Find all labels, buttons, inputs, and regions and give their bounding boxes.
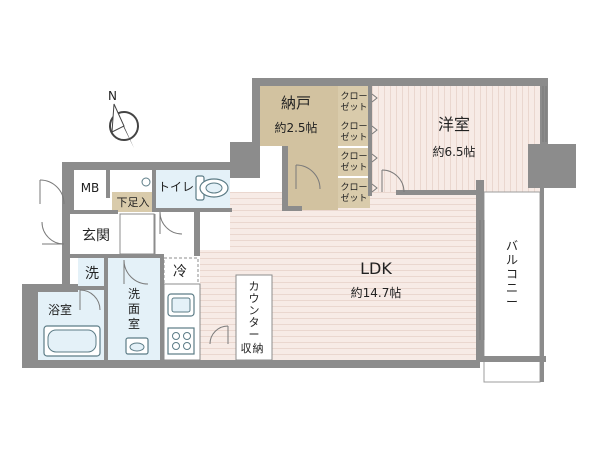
svg-text:納: 納 bbox=[253, 342, 264, 355]
toilet-label: トイレ bbox=[158, 180, 194, 194]
entrance-trim bbox=[119, 213, 156, 255]
svg-text:ン: ン bbox=[249, 304, 260, 317]
svg-text:ニ: ニ bbox=[506, 281, 518, 295]
svg-text:ゼット: ゼット bbox=[340, 161, 367, 173]
closet-labels: クロー ゼット クロー ゼット クロー ゼット クロー ゼット bbox=[340, 91, 367, 204]
nando-name: 納戸 bbox=[281, 94, 311, 112]
closet-3 bbox=[338, 148, 370, 176]
svg-text:ル: ル bbox=[506, 253, 518, 267]
entrance-label: 玄関 bbox=[82, 227, 110, 244]
svg-text:ゼット: ゼット bbox=[340, 192, 367, 204]
stove-fixture bbox=[167, 327, 195, 355]
svg-text:バ: バ bbox=[506, 239, 518, 253]
svg-text:ゼット: ゼット bbox=[340, 131, 367, 143]
compass-north-label: N bbox=[108, 89, 117, 103]
fridge-label: 冷 bbox=[173, 264, 187, 280]
nando-size: 約2.5帖 bbox=[274, 120, 317, 135]
mb-meter-icon bbox=[141, 177, 151, 187]
svg-text:タ: タ bbox=[249, 316, 260, 329]
svg-text:洗: 洗 bbox=[128, 287, 140, 301]
shoe-storage-floor bbox=[112, 192, 154, 212]
svg-text:コ: コ bbox=[506, 267, 518, 281]
svg-text:ー: ー bbox=[506, 295, 518, 309]
laundry-label: 洗 bbox=[85, 266, 99, 282]
svg-text:ー: ー bbox=[249, 328, 260, 341]
svg-text:ウ: ウ bbox=[249, 292, 260, 305]
closet-2 bbox=[338, 118, 370, 146]
svg-text:クロー: クロー bbox=[340, 121, 367, 132]
closet-4 bbox=[338, 178, 370, 208]
nando-floor bbox=[258, 86, 338, 146]
toilet-fixture bbox=[195, 175, 229, 201]
counter-storage-label: カ ウ ン タ ー 収 納 bbox=[241, 280, 264, 355]
svg-text:ゼット: ゼット bbox=[340, 101, 367, 113]
compass-icon: N bbox=[108, 89, 139, 148]
kitchen-sink-fixture bbox=[167, 293, 195, 317]
door-swings bbox=[39, 86, 547, 345]
western-room-size: 約6.5帖 bbox=[432, 144, 475, 159]
svg-text:収: 収 bbox=[241, 342, 252, 355]
balcony-label: バ ル コ ニ ー bbox=[506, 239, 518, 309]
shoe-storage-label: 下足入 bbox=[117, 196, 150, 209]
counter-storage bbox=[235, 274, 273, 361]
ldk-name: LDK bbox=[360, 259, 392, 278]
ldk-size: 約14.7帖 bbox=[351, 285, 402, 300]
svg-text:クロー: クロー bbox=[340, 182, 367, 193]
laundry-floor bbox=[78, 258, 106, 288]
svg-text:クロー: クロー bbox=[340, 151, 367, 162]
balcony-floor bbox=[483, 191, 541, 383]
western-room-name: 洋室 bbox=[438, 115, 470, 134]
bathtub-fixture bbox=[43, 325, 101, 357]
western-room-floor bbox=[370, 86, 540, 192]
wash-basin-fixture bbox=[125, 337, 149, 355]
svg-text:室: 室 bbox=[128, 316, 140, 331]
closet-1 bbox=[338, 86, 370, 118]
mb-label: MB bbox=[81, 181, 100, 195]
washroom-label: 洗 面 室 bbox=[128, 287, 140, 331]
bath-label: 浴室 bbox=[48, 302, 72, 317]
svg-text:クロー: クロー bbox=[340, 91, 367, 102]
entrance-floor bbox=[70, 214, 118, 254]
svg-text:カ: カ bbox=[249, 280, 260, 293]
svg-text:面: 面 bbox=[128, 302, 140, 316]
